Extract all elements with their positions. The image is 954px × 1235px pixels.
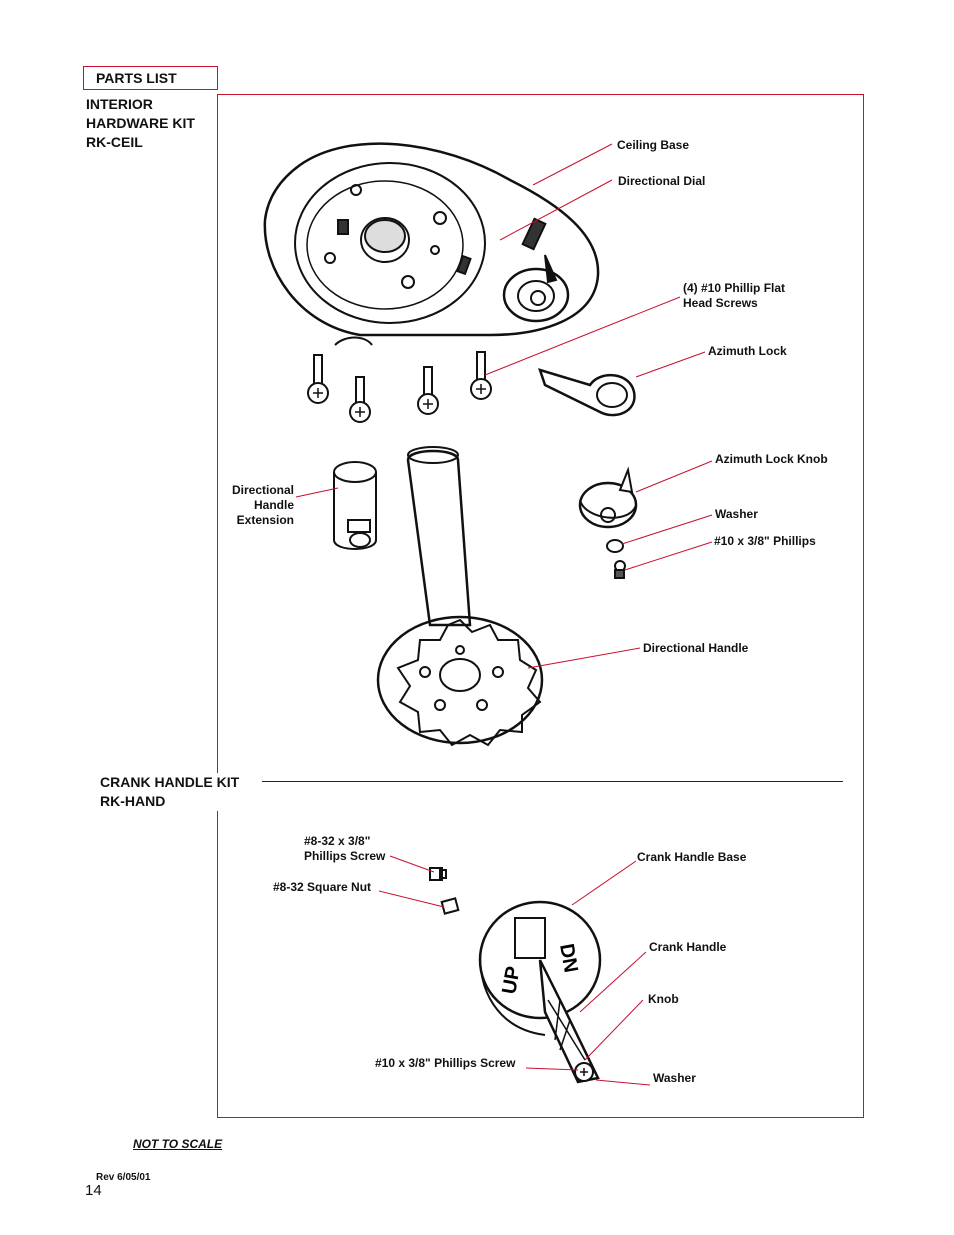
- azimuth-lock-knob-drawing: [578, 466, 638, 529]
- interior-kit-line2: HARDWARE KIT: [86, 115, 195, 131]
- interior-kit-line3: RK-CEIL: [86, 134, 143, 150]
- label-phillips-10: #10 x 3/8" Phillips: [714, 534, 816, 548]
- label-washer-top: Washer: [715, 507, 758, 521]
- crank-kit-title: CRANK HANDLE KIT RK-HAND: [100, 773, 244, 811]
- label-phillip-screws: (4) #10 Phillip Flat Head Screws: [683, 281, 785, 311]
- leader-lines: [295, 143, 713, 1086]
- azimuth-lock-drawing: [538, 368, 636, 417]
- label-crank-handle: Crank Handle: [649, 940, 727, 954]
- label-handle-extension-line3: Extension: [236, 513, 294, 527]
- interior-kit-title: INTERIOR HARDWARE KIT RK-CEIL: [86, 95, 195, 152]
- phillip-screws-drawing: [307, 351, 492, 423]
- label-square-nut: #8-32 Square Nut: [273, 880, 372, 894]
- interior-kit-line1: INTERIOR: [86, 96, 153, 112]
- label-handle-extension: Directional Handle Extension: [220, 483, 294, 528]
- not-to-scale-note: NOT TO SCALE: [133, 1137, 223, 1151]
- revision-text: Rev 6/05/01: [96, 1172, 151, 1183]
- label-knob: Knob: [648, 992, 679, 1006]
- label-handle-extension-line1: Directional: [231, 483, 294, 497]
- crank-kit-line1: CRANK HANDLE KIT: [100, 774, 240, 790]
- parts-list-box: [83, 66, 218, 90]
- section-divider: [262, 781, 843, 782]
- label-phillips-screw-10: #10 x 3/8" Phillips Screw: [375, 1056, 516, 1070]
- label-azimuth-lock: Azimuth Lock: [708, 344, 787, 358]
- small-screw-drawing: [429, 867, 447, 881]
- label-washer-bottom: Washer: [653, 1071, 696, 1085]
- label-crank-handle-base: Crank Handle Base: [637, 850, 747, 864]
- label-directional-handle: Directional Handle: [643, 641, 749, 655]
- square-nut-drawing: [440, 897, 460, 915]
- page-number: 14: [85, 1182, 102, 1199]
- label-azimuth-lock-knob: Azimuth Lock Knob: [715, 452, 828, 466]
- parts-list-title: PARTS LIST: [96, 70, 177, 86]
- parts-frame: [217, 94, 864, 1118]
- label-ceiling-base: Ceiling Base: [617, 138, 690, 152]
- crank-handle-drawing: [478, 900, 602, 1084]
- label-phillip-screws-line1: (4) #10 Phillip Flat: [683, 281, 786, 295]
- label-handle-extension-line2: Handle: [253, 498, 294, 512]
- ceiling-base-drawing: [263, 142, 600, 346]
- crank-kit-line2: RK-HAND: [100, 793, 166, 809]
- washer-drawing: [606, 539, 624, 553]
- dial-dn-text: DN: [555, 942, 582, 974]
- phillips-screw-drawing: [614, 560, 626, 579]
- dial-up-text: UP: [498, 965, 524, 996]
- label-phillip-screws-line2: Head Screws: [683, 296, 758, 310]
- label-screw-8-32-line2: Phillips Screw: [304, 849, 386, 863]
- label-directional-dial: Directional Dial: [618, 174, 706, 188]
- label-screw-8-32: #8-32 x 3/8" Phillips Screw: [304, 834, 385, 864]
- directional-handle-drawing: [376, 446, 544, 747]
- handle-extension-drawing: [333, 461, 377, 550]
- label-screw-8-32-line1: #8-32 x 3/8": [304, 834, 371, 848]
